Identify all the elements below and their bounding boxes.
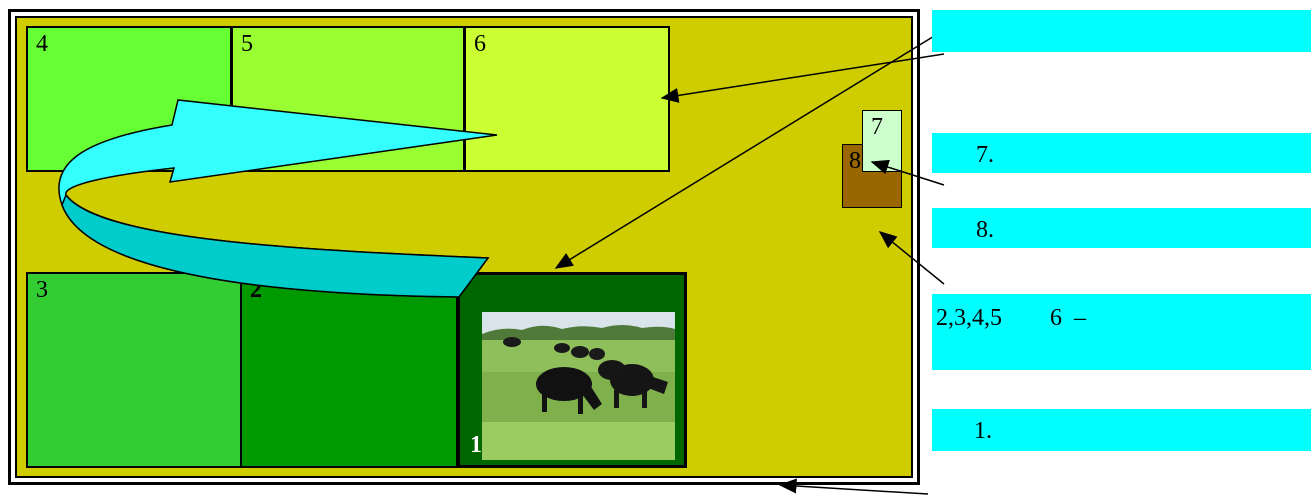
paddock-3: 3 — [26, 272, 242, 468]
paddock-5: 5 — [231, 26, 465, 172]
paddock-2-label: 2 — [250, 277, 262, 303]
paddock-6-label: 6 — [474, 31, 486, 57]
marker-8-label: 8 — [849, 148, 861, 174]
paddock-4: 4 — [26, 26, 232, 172]
marker-7-label: 7 — [871, 114, 883, 140]
paddock-6: 6 — [464, 26, 670, 172]
legend-bar-8: 8. — [932, 208, 1311, 248]
legend-8-text: 8. — [976, 217, 994, 243]
cattle-photo-image — [482, 312, 675, 460]
legend-7-text: 7. — [976, 142, 994, 168]
pointer-to-frame — [778, 478, 929, 495]
marker-7: 7 — [862, 110, 902, 172]
paddock-3-label: 3 — [36, 277, 48, 303]
legend-1-text: 1. — [974, 418, 992, 444]
legend-bar-7: 7. — [932, 133, 1311, 173]
cattle-photo — [482, 312, 675, 460]
legend-bar-top — [932, 10, 1311, 52]
paddock-5-label: 5 — [241, 31, 253, 57]
paddock-2: 2 — [240, 272, 458, 468]
paddock-4-label: 4 — [36, 31, 48, 57]
legend-bar-1: 1. — [932, 409, 1311, 451]
legend-bar-rotation: 2,3,4,5 6 – — [932, 294, 1311, 370]
paddock-1-label: 1 — [470, 432, 482, 458]
legend-rotation-text: 2,3,4,5 6 – — [936, 305, 1086, 331]
